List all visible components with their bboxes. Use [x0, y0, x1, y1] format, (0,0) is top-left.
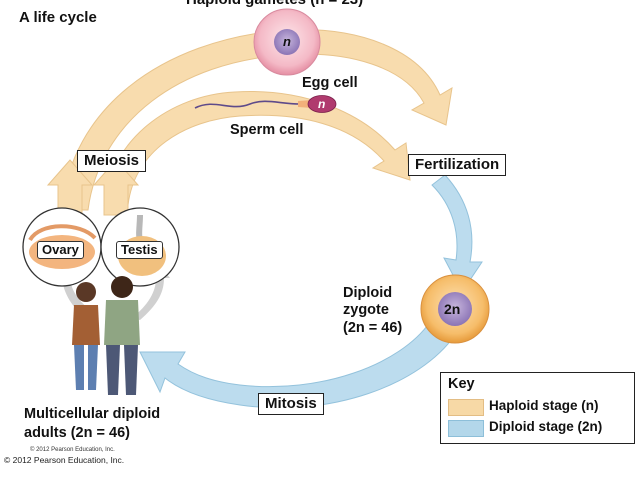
zygote-label-3: (2n = 46) [343, 320, 403, 336]
diploid-arrow-fertilization [431, 174, 483, 293]
key-title: Key [448, 376, 475, 392]
haploid-gametes-label: Haploid gametes (n = 23) [186, 0, 363, 9]
haploid-key-label: Haploid stage (n) [489, 398, 599, 413]
zygote-nucleus [438, 292, 472, 326]
copyright: © 2012 Pearson Education, Inc. [4, 455, 125, 465]
sperm-tail [194, 100, 301, 109]
key-legend: Key Haploid stage (n) Diploid stage (2n) [440, 372, 635, 444]
egg-nucleus-label: n [283, 34, 291, 49]
zygote-label-2: zygote [343, 302, 389, 318]
ovary-tube [28, 224, 97, 242]
copyright-small: © 2012 Pearson Education, Inc. [30, 447, 115, 453]
ovary-label: Ovary [37, 241, 84, 259]
diploid-arrow-mitosis [139, 321, 456, 409]
zygote-nucleus-label: 2n [444, 301, 461, 317]
testis-label: Testis [116, 241, 163, 259]
haploid-swatch [448, 399, 484, 416]
sperm-cell-label: Sperm cell [230, 122, 304, 138]
diploid-swatch [448, 420, 484, 437]
diagram-title: A life cycle [19, 9, 97, 26]
fertilization-label: Fertilization [408, 154, 507, 176]
diploid-key-label: Diploid stage (2n) [489, 419, 603, 434]
adults-label-1: Multicellular diploid [24, 406, 161, 422]
meiosis-label: Meiosis [77, 150, 147, 172]
ovary-up-arrow [46, 159, 94, 216]
mitosis-label: Mitosis [258, 393, 324, 415]
adults-label-2: adults (2n = 46) [24, 425, 130, 441]
egg-nucleus [274, 29, 300, 55]
sperm-nucleus-label: n [318, 97, 326, 111]
haploid-arrow-inner [103, 91, 411, 206]
adults-figure [72, 276, 140, 395]
egg-cell-label: Egg cell [302, 75, 358, 91]
zygote-label-1: Diploid [343, 285, 393, 301]
sperm-head [307, 95, 337, 113]
haploid-arrow-outer [61, 29, 453, 211]
